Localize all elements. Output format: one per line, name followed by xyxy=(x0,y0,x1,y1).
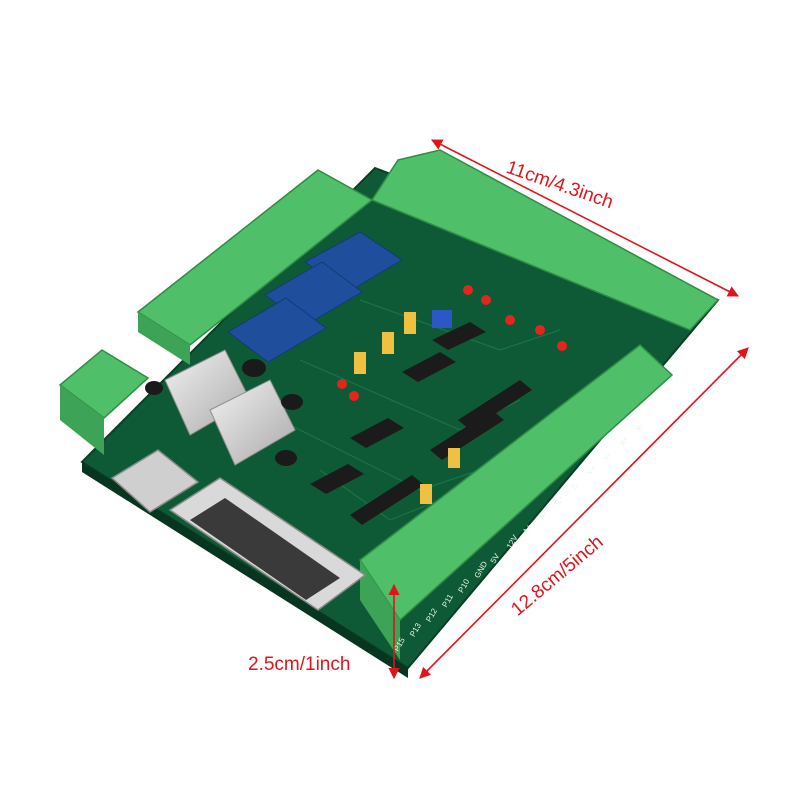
heat-sinks xyxy=(164,349,296,466)
pin-label: Z+ xyxy=(553,493,566,506)
pin-label: Y- xyxy=(602,451,614,462)
db25-connector xyxy=(168,477,367,611)
pin-label: X- xyxy=(634,421,646,433)
capacitors xyxy=(145,359,303,466)
terminal-block-power xyxy=(58,349,150,455)
pcb-board-edge xyxy=(82,462,408,678)
pin-label: Z- xyxy=(569,480,581,491)
width-arrow xyxy=(431,139,739,297)
pin-label: Y+ xyxy=(586,464,599,477)
pin-label: X+ xyxy=(618,434,631,447)
length-arrow xyxy=(419,347,749,679)
height-dimension-label: 2.5cm/1inch xyxy=(248,654,351,675)
usb-port xyxy=(110,449,200,513)
relays xyxy=(227,231,403,363)
potentiometer xyxy=(432,310,452,328)
